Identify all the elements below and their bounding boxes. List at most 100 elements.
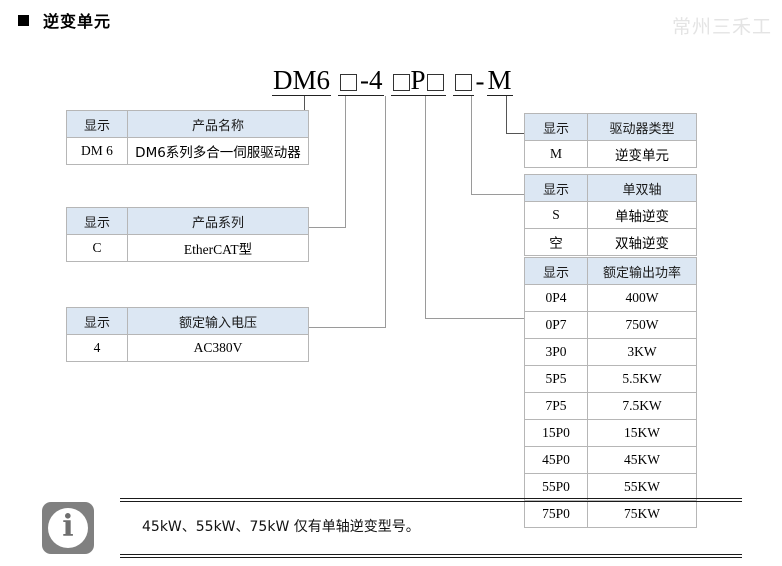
connector-vertical-driver-type	[506, 96, 507, 133]
table-row: 4 AC380V	[66, 334, 309, 362]
connector-horizontal-product-series	[290, 227, 346, 228]
cell-code: 55P0	[524, 473, 588, 501]
cell-description: 55KW	[587, 473, 697, 501]
table-input-voltage: 显示 额定输入电压 4 AC380V	[66, 307, 309, 362]
info-icon-disc: i	[48, 508, 88, 548]
table-header-row: 显示 产品名称	[66, 110, 309, 138]
info-icon: i	[42, 502, 94, 554]
info-icon-letter: i	[62, 509, 74, 544]
cell-description: EtherCAT型	[127, 234, 309, 262]
note-rule-top-secondary	[120, 501, 742, 502]
table-row: 空 双轴逆变	[524, 228, 697, 256]
table-header-row: 显示 单双轴	[524, 174, 697, 202]
model-power-code: P	[390, 66, 446, 97]
placeholder-box-icon	[340, 74, 358, 91]
table-row: 7P5 7.5KW	[524, 392, 697, 420]
cell-description: 逆变单元	[587, 140, 697, 168]
note-rule-top	[120, 498, 742, 499]
table-product-name: 显示 产品名称 DM 6 DM6系列多合一伺服驱动器	[66, 110, 309, 165]
table-axis-mode: 显示 单双轴 S 单轴逆变 空 双轴逆变	[524, 174, 697, 256]
model-code-string: DM6 -4 P - M	[272, 65, 513, 97]
column-header-display: 显示	[524, 174, 588, 202]
square-bullet-icon	[18, 14, 29, 26]
column-header-display: 显示	[524, 257, 588, 285]
column-header-display: 显示	[66, 307, 128, 335]
cell-code: 7P5	[524, 392, 588, 420]
column-header-value: 驱动器类型	[587, 113, 697, 141]
table-row: M 逆变单元	[524, 140, 697, 168]
cell-code: 4	[66, 334, 128, 362]
column-header-value: 单双轴	[587, 174, 697, 202]
connector-vertical-product-series	[345, 96, 346, 227]
cell-code: 0P7	[524, 311, 588, 339]
connector-vertical-input-voltage	[385, 96, 386, 327]
connector-horizontal-driver-type	[506, 133, 525, 134]
table-row: 0P7 750W	[524, 311, 697, 339]
page-heading: 逆变单元	[18, 8, 111, 32]
cell-code: 45P0	[524, 446, 588, 474]
cell-code: DM 6	[66, 137, 128, 165]
placeholder-box-icon	[454, 74, 472, 91]
model-axis-code	[452, 66, 474, 97]
table-header-row: 显示 额定输入电压	[66, 307, 309, 335]
table-header-row: 显示 驱动器类型	[524, 113, 697, 141]
connector-horizontal-input-voltage	[290, 327, 386, 328]
cell-description: 5.5KW	[587, 365, 697, 393]
cell-description: 15KW	[587, 419, 697, 447]
table-output-power: 显示 额定输出功率 0P4 400W 0P7 750W 3P0 3KW 5P5 …	[524, 257, 697, 528]
cell-code: S	[524, 201, 588, 229]
note-block: i 45kW、55kW、75kW 仅有单轴逆变型号。	[42, 498, 742, 560]
connector-vertical-axis-mode	[471, 96, 472, 194]
cell-code: C	[66, 234, 128, 262]
model-voltage-code: -4	[359, 65, 384, 97]
page-title: 逆变单元	[43, 12, 112, 31]
model-dash: -	[475, 66, 485, 96]
column-header-display: 显示	[524, 113, 588, 141]
model-suffix: M	[486, 65, 513, 97]
cell-description: 45KW	[587, 446, 697, 474]
cell-code: 3P0	[524, 338, 588, 366]
cell-description: 3KW	[587, 338, 697, 366]
connector-vertical-output-power	[425, 96, 426, 318]
column-header-display: 显示	[66, 110, 128, 138]
cell-code: M	[524, 140, 588, 168]
table-row: 15P0 15KW	[524, 419, 697, 447]
model-box-1	[338, 66, 360, 97]
table-header-row: 显示 产品系列	[66, 207, 309, 235]
model-prefix: DM6	[272, 65, 332, 97]
table-row: 0P4 400W	[524, 284, 697, 312]
cell-description: 7.5KW	[587, 392, 697, 420]
cell-code: 15P0	[524, 419, 588, 447]
column-header-value: 额定输入电压	[127, 307, 309, 335]
placeholder-box-icon	[426, 74, 444, 91]
cell-description: 单轴逆变	[587, 201, 697, 229]
watermark-text: 常州三禾工	[671, 16, 772, 38]
note-rule-bottom-secondary	[120, 554, 742, 555]
note-text: 45kW、55kW、75kW 仅有单轴逆变型号。	[142, 519, 420, 535]
table-row: 45P0 45KW	[524, 446, 697, 474]
column-header-value: 产品名称	[127, 110, 309, 138]
table-driver-type: 显示 驱动器类型 M 逆变单元	[524, 113, 697, 168]
placeholder-box-icon	[392, 74, 410, 91]
cell-code: 空	[524, 228, 588, 256]
cell-description: 750W	[587, 311, 697, 339]
cell-code: 0P4	[524, 284, 588, 312]
cell-description: DM6系列多合一伺服驱动器	[127, 137, 309, 165]
table-row: 5P5 5.5KW	[524, 365, 697, 393]
cell-description: AC380V	[127, 334, 309, 362]
note-rules: 45kW、55kW、75kW 仅有单轴逆变型号。	[120, 498, 742, 558]
cell-code: 5P5	[524, 365, 588, 393]
connector-horizontal-output-power	[425, 318, 525, 319]
table-product-series: 显示 产品系列 C EtherCAT型	[66, 207, 309, 262]
table-row: 55P0 55KW	[524, 473, 697, 501]
cell-description: 双轴逆变	[587, 228, 697, 256]
table-row: C EtherCAT型	[66, 234, 309, 262]
column-header-value: 额定输出功率	[587, 257, 697, 285]
note-rule-bottom	[120, 557, 742, 558]
table-header-row: 显示 额定输出功率	[524, 257, 697, 285]
table-row: S 单轴逆变	[524, 201, 697, 229]
table-row: 3P0 3KW	[524, 338, 697, 366]
connector-horizontal-axis-mode	[471, 194, 525, 195]
table-row: DM 6 DM6系列多合一伺服驱动器	[66, 137, 309, 165]
